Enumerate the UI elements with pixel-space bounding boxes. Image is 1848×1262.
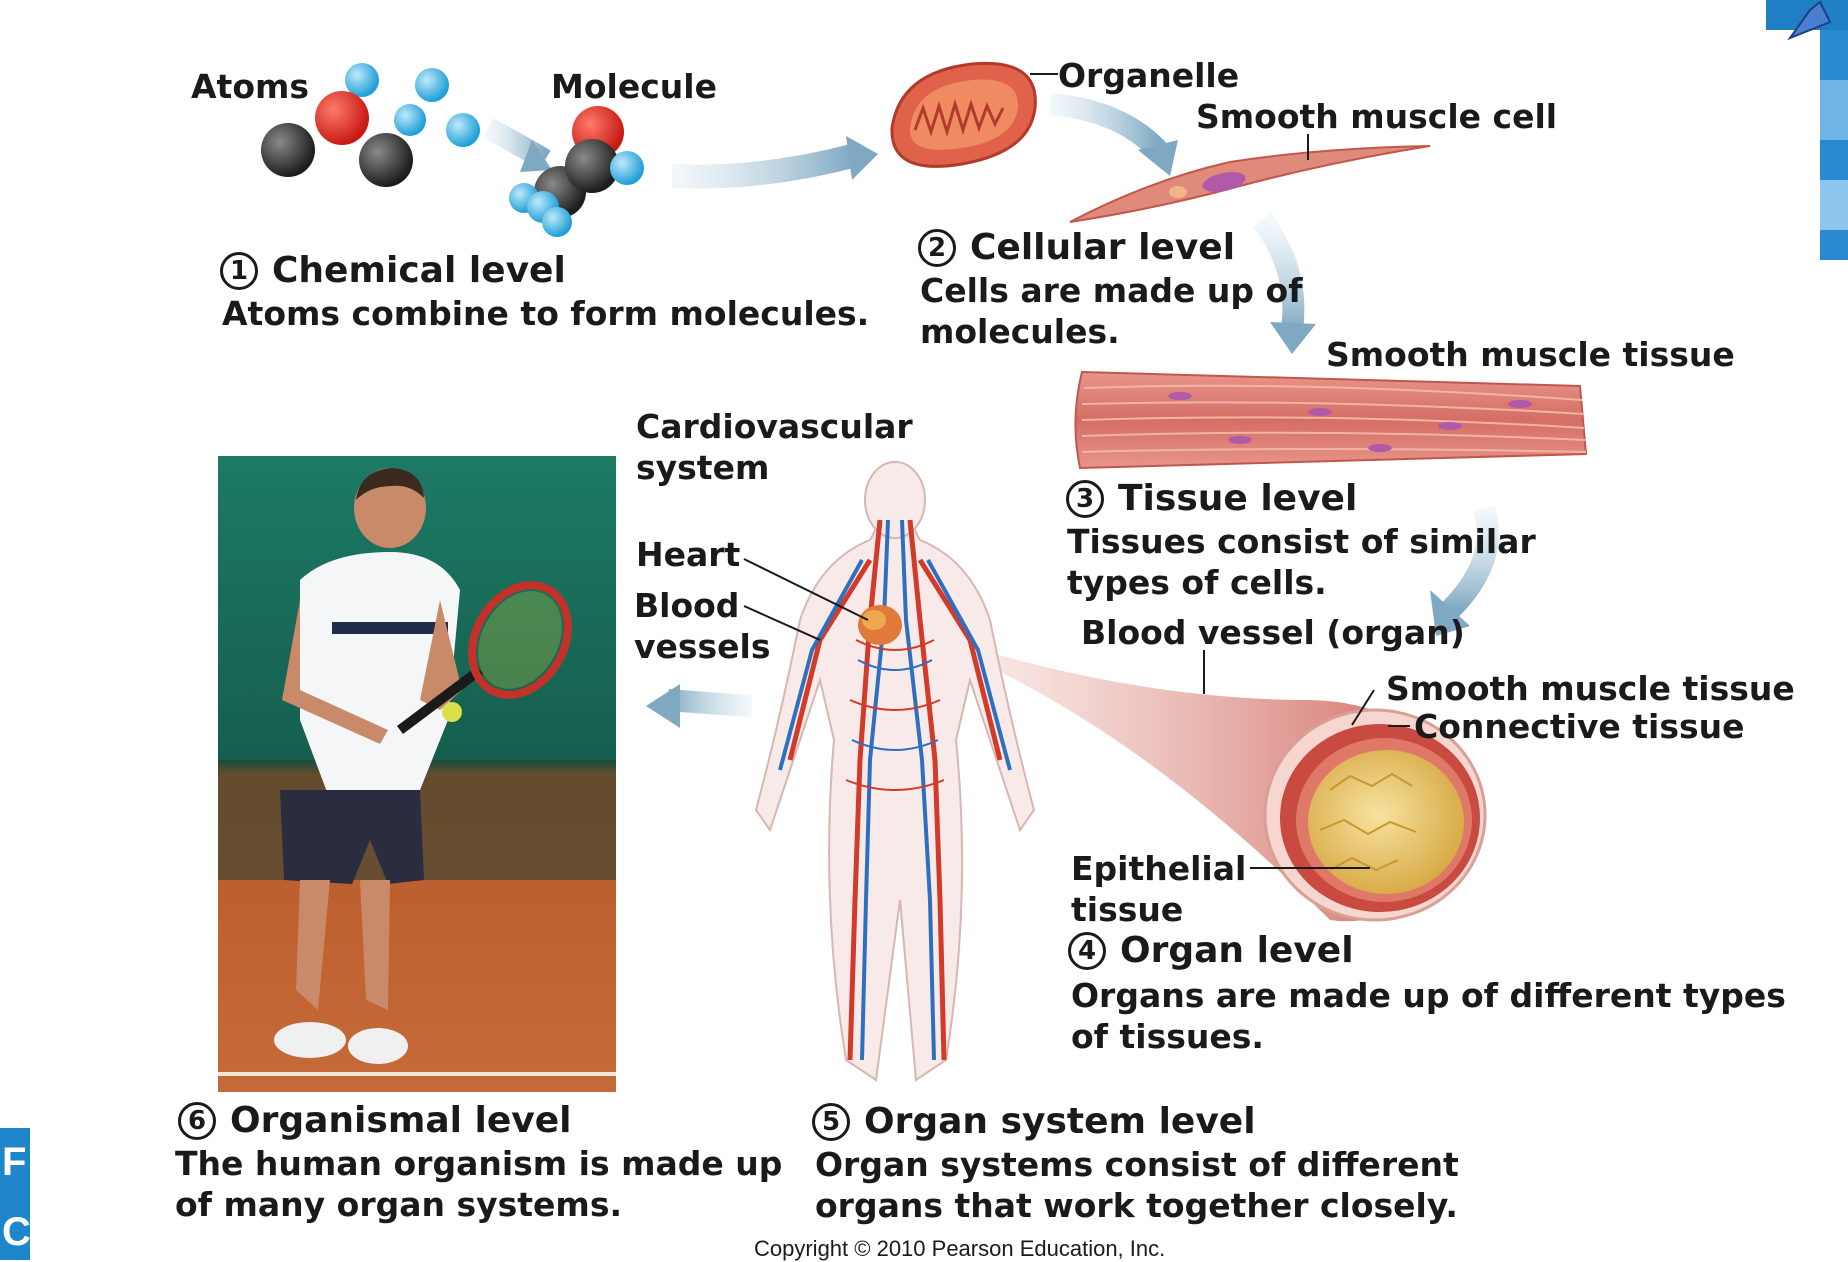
organ-level-heading: Organ level bbox=[1120, 930, 1354, 971]
molecule-label: Molecule bbox=[551, 67, 717, 106]
cardiovascular-body-illustration bbox=[754, 461, 1036, 1082]
organ-level-description-line2: of tissues. bbox=[1071, 1017, 1264, 1056]
organ-system-level-description-line2: organs that work together closely. bbox=[815, 1186, 1458, 1225]
smooth-muscle-tissue-label: Smooth muscle tissue bbox=[1326, 335, 1735, 374]
tissue-level-title: 3 Tissue level bbox=[1066, 478, 1357, 519]
tennis-player-photo bbox=[218, 456, 616, 1092]
corner-decoration-icon bbox=[1766, 0, 1848, 260]
level-number-6: 6 bbox=[178, 1101, 216, 1140]
chemical-level-description: Atoms combine to form molecules. bbox=[222, 294, 870, 333]
organelle-label: Organelle bbox=[1058, 56, 1240, 95]
organismal-level-description-line1: The human organism is made up bbox=[175, 1144, 783, 1183]
blood-vessels-label-line2: vessels bbox=[634, 627, 771, 666]
atoms-illustration bbox=[261, 63, 480, 187]
smooth-muscle-tissue-illustration bbox=[1074, 370, 1588, 470]
cardiovascular-label-line2: system bbox=[636, 448, 770, 487]
level-number-4: 4 bbox=[1068, 931, 1106, 970]
organ-system-level-description-line1: Organ systems consist of different bbox=[815, 1145, 1459, 1184]
level-number-2: 2 bbox=[918, 228, 956, 267]
chemical-level-title: 1 Chemical level bbox=[220, 250, 566, 291]
level-number-3: 3 bbox=[1066, 479, 1104, 518]
organ-smooth-muscle-label: Smooth muscle tissue bbox=[1386, 669, 1795, 708]
organismal-level-description-line2: of many organ systems. bbox=[175, 1185, 622, 1224]
publisher-logo-icon: F C bbox=[0, 1128, 31, 1260]
svg-text:F: F bbox=[2, 1140, 26, 1184]
tissue-level-heading: Tissue level bbox=[1118, 478, 1358, 519]
organ-level-title: 4 Organ level bbox=[1068, 930, 1354, 971]
cellular-level-heading: Cellular level bbox=[970, 227, 1236, 268]
atoms-label: Atoms bbox=[191, 67, 310, 106]
organ-system-level-title: 5 Organ system level bbox=[812, 1101, 1256, 1142]
level-number-1: 1 bbox=[220, 251, 258, 290]
connective-tissue-label: Connective tissue bbox=[1414, 707, 1745, 746]
epithelial-label-line2: tissue bbox=[1071, 890, 1184, 929]
copyright-notice: Copyright © 2010 Pearson Education, Inc. bbox=[754, 1236, 1166, 1261]
blood-vessels-label-line1: Blood bbox=[634, 586, 740, 625]
molecule-illustration bbox=[509, 106, 644, 237]
organismal-level-title: 6 Organismal level bbox=[178, 1100, 571, 1141]
mitochondrion-illustration bbox=[890, 61, 1037, 168]
organ-level-description-line1: Organs are made up of different types bbox=[1071, 976, 1786, 1015]
organismal-level-heading: Organismal level bbox=[230, 1100, 572, 1141]
level-number-5: 5 bbox=[812, 1102, 850, 1141]
tissue-level-description-line1: Tissues consist of similar bbox=[1067, 522, 1536, 561]
organ-system-level-heading: Organ system level bbox=[864, 1101, 1256, 1142]
tissue-level-description-line2: types of cells. bbox=[1067, 563, 1327, 602]
cellular-level-description-line2: molecules. bbox=[920, 312, 1120, 351]
epithelial-label-line1: Epithelial bbox=[1071, 849, 1247, 888]
cellular-level-title: 2 Cellular level bbox=[918, 227, 1235, 268]
cardiovascular-label-line1: Cardiovascular bbox=[636, 407, 913, 446]
svg-text:C: C bbox=[2, 1210, 31, 1254]
cellular-level-description-line1: Cells are made up of bbox=[920, 271, 1303, 310]
smooth-muscle-cell-illustration bbox=[1069, 145, 1431, 223]
heart-label: Heart bbox=[636, 535, 741, 574]
chemical-level-heading: Chemical level bbox=[272, 250, 566, 291]
blood-vessel-label: Blood vessel (organ) bbox=[1081, 613, 1465, 652]
smooth-muscle-cell-label: Smooth muscle cell bbox=[1196, 97, 1558, 136]
